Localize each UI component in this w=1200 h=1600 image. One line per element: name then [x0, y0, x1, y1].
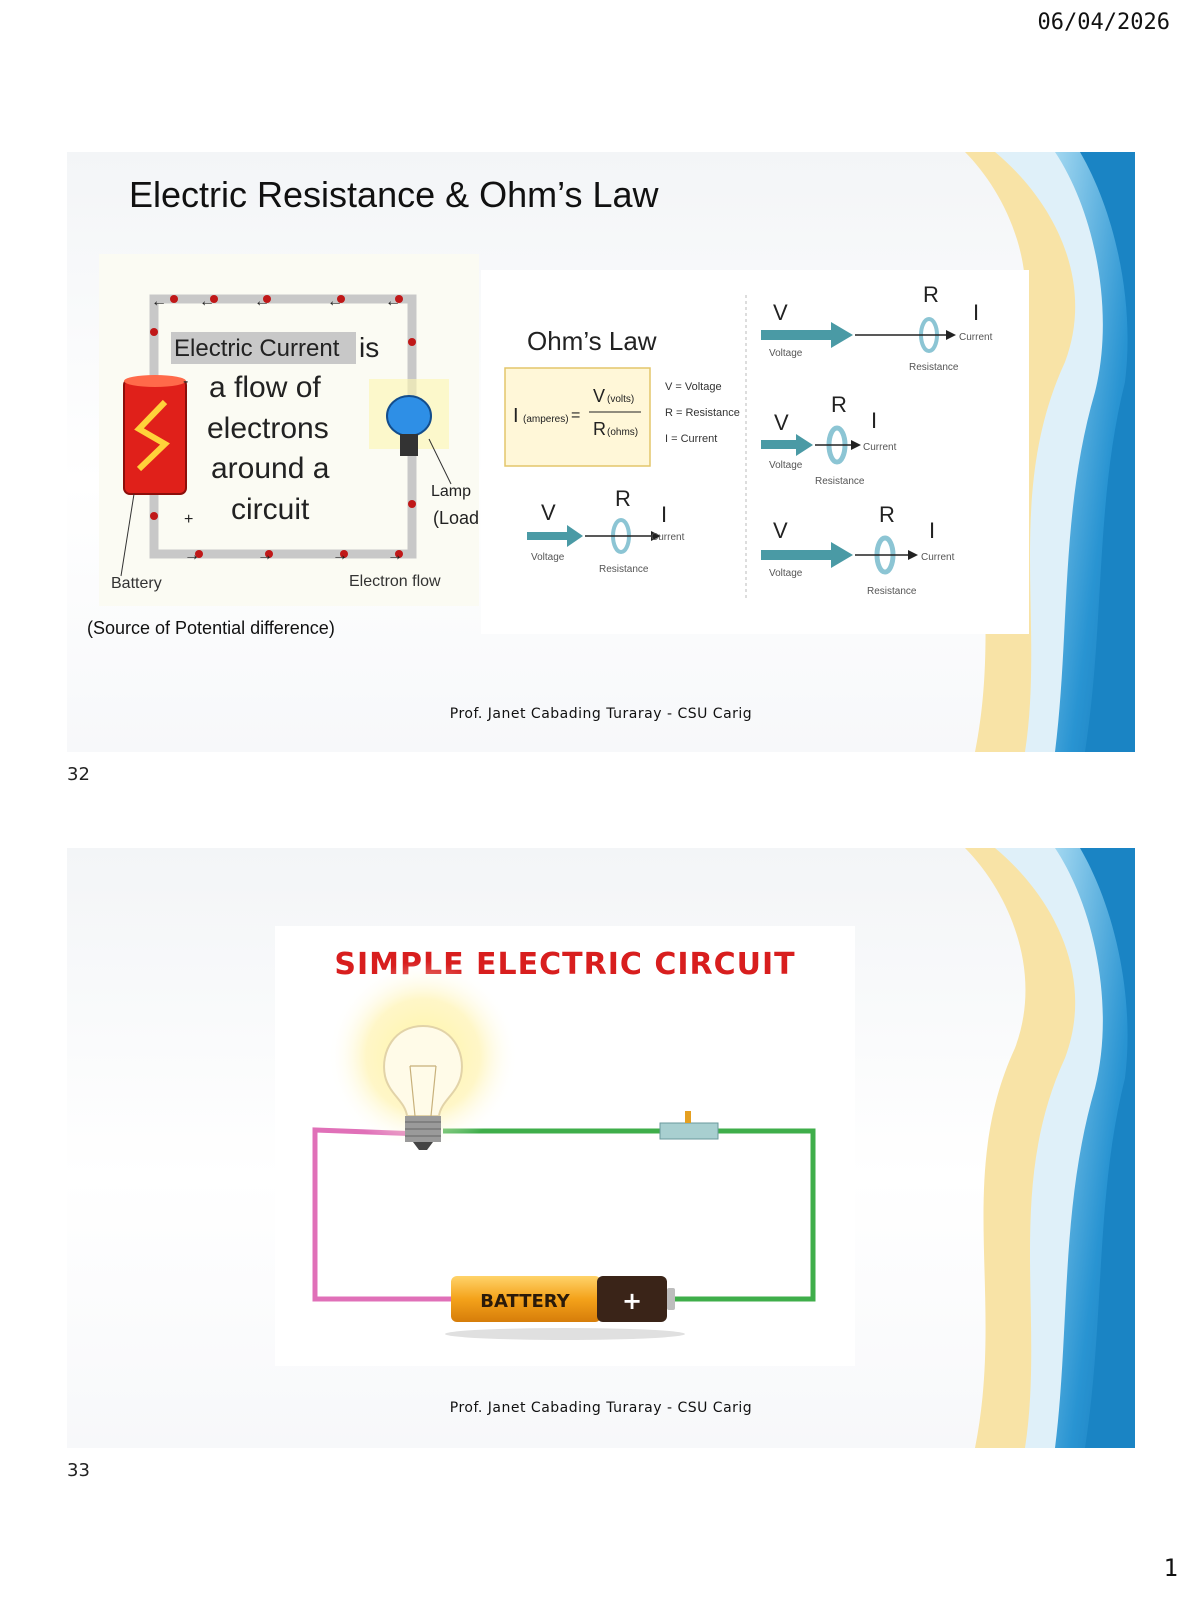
- ohms-diagram-v-up: V R I Voltage Resistance Current: [761, 282, 993, 373]
- light-bulb: [383, 1024, 463, 1150]
- formula-box: [504, 367, 651, 467]
- svg-text:V: V: [773, 300, 788, 325]
- svg-text:Voltage: Voltage: [769, 348, 803, 359]
- svg-text:←: ←: [151, 293, 167, 310]
- lamp-label: Lamp: [431, 483, 471, 500]
- formula-v-unit: (volts): [607, 394, 634, 405]
- ohms-diagram-basic: V R I Voltage Resistance Current: [527, 486, 685, 575]
- text-line-3: electrons: [207, 412, 329, 445]
- slide-footer: Prof. Janet Cabading Turaray - CSU Carig: [449, 1400, 753, 1416]
- simple-circuit-panel: SIMPLE ELECTRIC CIRCUIT BAT: [275, 926, 855, 1366]
- svg-text:V: V: [773, 518, 788, 543]
- highlight-label: Electric Current: [174, 335, 340, 362]
- electron-dots: [150, 295, 416, 558]
- svg-text:V: V: [774, 410, 789, 435]
- svg-text:Resistance: Resistance: [909, 362, 959, 373]
- print-date: 06/04/2026: [1037, 10, 1170, 35]
- lamp-bulb: [369, 379, 449, 456]
- load-label: (Load): [433, 508, 479, 528]
- svg-text:←: ←: [327, 293, 343, 310]
- svg-text:Resistance: Resistance: [815, 476, 865, 487]
- slide-number-33: 33: [67, 1460, 90, 1481]
- battery: BATTERY +: [445, 1276, 685, 1340]
- battery-plus: +: [622, 1287, 642, 1315]
- svg-text:Current: Current: [651, 532, 685, 543]
- svg-text:←: ←: [385, 293, 401, 310]
- text-line-1: is: [359, 332, 379, 363]
- page-number: 1: [1163, 1554, 1178, 1582]
- svg-text:→: →: [257, 547, 273, 564]
- svg-text:Resistance: Resistance: [599, 564, 649, 575]
- svg-text:→: →: [332, 547, 348, 564]
- svg-text:R: R: [615, 486, 631, 511]
- svg-text:Resistance: Resistance: [867, 586, 917, 597]
- svg-text:Current: Current: [863, 442, 897, 453]
- svg-text:→: →: [184, 547, 200, 564]
- formula-i-unit: (amperes): [523, 414, 569, 425]
- text-line-4: around a: [211, 452, 330, 485]
- ohms-law-heading: Ohm’s Law: [527, 326, 657, 356]
- svg-text:Current: Current: [959, 332, 993, 343]
- switch: [659, 1122, 719, 1140]
- svg-text:I: I: [871, 408, 877, 433]
- formula-eq: =: [571, 407, 580, 424]
- formula-r: R: [593, 419, 606, 439]
- source-label: (Source of Potential difference): [87, 618, 335, 638]
- slide-number-32: 32: [67, 764, 90, 785]
- svg-text:←: ←: [199, 293, 215, 310]
- text-line-5: circuit: [231, 493, 310, 526]
- formula-v: V: [593, 386, 605, 406]
- legend-voltage: V = Voltage: [665, 381, 722, 393]
- svg-text:R: R: [831, 392, 847, 417]
- svg-text:Voltage: Voltage: [769, 460, 803, 471]
- slide-32: Electric Resistance & Ohm’s Law ← ← ← ← ← → →…: [67, 152, 1135, 752]
- battery-label: BATTERY: [480, 1291, 570, 1312]
- wave-decoration: [965, 848, 1135, 1448]
- svg-text:V: V: [541, 500, 556, 525]
- slide-footer: Prof. Janet Cabading Turaray - CSU Carig: [449, 706, 753, 722]
- svg-text:Voltage: Voltage: [769, 568, 803, 579]
- plus-sign: +: [184, 511, 193, 528]
- electron-flow-label: Electron flow: [349, 573, 441, 590]
- wire-green: [443, 1128, 816, 1302]
- svg-text:Voltage: Voltage: [531, 552, 565, 563]
- legend-current: I = Current: [665, 433, 717, 445]
- slide-title: Electric Resistance & Ohm’s Law: [129, 174, 659, 215]
- slide-33: SIMPLE ELECTRIC CIRCUIT BAT: [67, 848, 1135, 1448]
- svg-text:Current: Current: [921, 552, 955, 563]
- ohms-law-panel: Ohm’s Law I (amperes) = V (volts) R (ohm…: [481, 270, 1029, 634]
- svg-text:I: I: [929, 518, 935, 543]
- svg-text:I: I: [973, 300, 979, 325]
- battery-cylinder: [123, 375, 187, 495]
- svg-text:R: R: [879, 502, 895, 527]
- svg-text:R: R: [923, 282, 939, 307]
- formula-i: I: [513, 405, 519, 427]
- svg-text:←: ←: [254, 293, 270, 310]
- text-line-2: a flow of: [209, 371, 321, 404]
- ohms-diagram-r-up: V R I Voltage Resistance Current: [761, 392, 897, 487]
- minus-sign: -: [183, 373, 188, 390]
- ohms-diagram-v-r-up: V R I Voltage Resistance Current: [761, 502, 955, 597]
- legend-resistance: R = Resistance: [665, 407, 740, 419]
- svg-text:I: I: [661, 502, 667, 527]
- circuit-illustration: ← ← ← ← ← → → → → Electric Current is a flow of: [99, 254, 485, 606]
- svg-text:→: →: [387, 547, 403, 564]
- battery-label: Battery: [111, 575, 162, 592]
- wire-pink: [312, 1127, 451, 1302]
- formula-r-unit: (ohms): [607, 427, 638, 438]
